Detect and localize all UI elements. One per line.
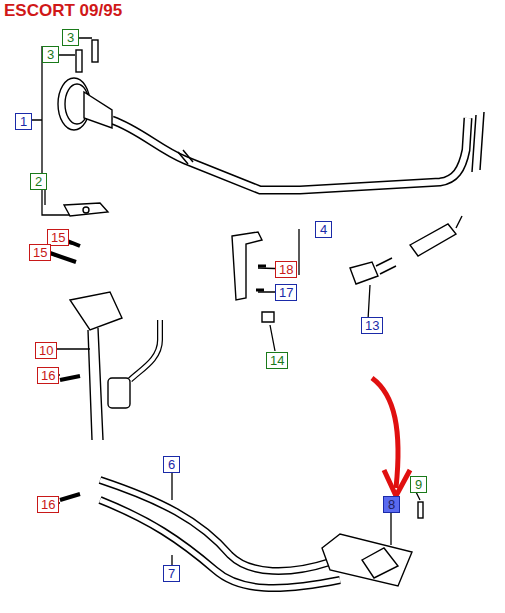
diagram-title: ESCORT 09/95 bbox=[4, 1, 122, 21]
callout-number: 16 bbox=[37, 367, 59, 384]
callout-number: 6 bbox=[163, 456, 180, 473]
brackets bbox=[50, 232, 274, 500]
callout-number: 1 bbox=[15, 113, 32, 130]
leader-line bbox=[30, 38, 420, 573]
sensor-plug bbox=[410, 224, 456, 256]
leader-lines bbox=[30, 38, 420, 573]
nut bbox=[262, 312, 274, 322]
hose bbox=[100, 500, 340, 588]
hose bbox=[100, 480, 330, 571]
plate bbox=[64, 203, 108, 216]
bolt bbox=[92, 40, 98, 62]
cable bbox=[112, 118, 468, 190]
module-connector bbox=[362, 548, 398, 578]
callout-number: 4 bbox=[315, 221, 332, 238]
sensor-hex bbox=[350, 262, 378, 284]
sensor-wire bbox=[456, 216, 462, 228]
callout-number: 8 bbox=[383, 496, 400, 513]
callout-number: 10 bbox=[35, 342, 57, 359]
hole bbox=[83, 207, 89, 213]
bolt bbox=[76, 50, 82, 72]
hose bbox=[130, 320, 160, 380]
cable-assembly bbox=[112, 112, 484, 190]
bolt bbox=[60, 376, 80, 500]
actuator-neck bbox=[84, 92, 112, 128]
callout-number: 16 bbox=[37, 496, 59, 513]
hose bbox=[100, 480, 330, 571]
callout-number: 7 bbox=[163, 565, 180, 582]
clip bbox=[256, 266, 266, 290]
callout-number: 2 bbox=[30, 173, 47, 190]
hose bbox=[100, 500, 340, 588]
module bbox=[322, 502, 423, 586]
callout-number: 17 bbox=[275, 284, 297, 301]
callout-number: 13 bbox=[361, 317, 383, 334]
cable-grommet bbox=[178, 150, 193, 164]
pointer-arrow-head bbox=[384, 470, 410, 496]
pipe bbox=[88, 328, 103, 440]
callout-number: 18 bbox=[275, 261, 297, 278]
bracket bbox=[70, 292, 122, 330]
cable bbox=[112, 118, 468, 190]
callout-number: 14 bbox=[266, 352, 288, 369]
callout-number: 9 bbox=[410, 476, 427, 493]
screw bbox=[418, 502, 423, 518]
hoses bbox=[100, 480, 340, 588]
sensor bbox=[350, 216, 462, 284]
callout-number: 3 bbox=[42, 46, 59, 63]
actuator bbox=[58, 40, 112, 216]
sensor-body bbox=[376, 258, 396, 274]
callout-number: 15 bbox=[29, 244, 51, 261]
valve bbox=[108, 378, 130, 408]
module-body bbox=[322, 534, 412, 586]
hose bbox=[130, 320, 160, 380]
cable-end bbox=[472, 112, 484, 172]
callout-number: 3 bbox=[62, 29, 79, 46]
